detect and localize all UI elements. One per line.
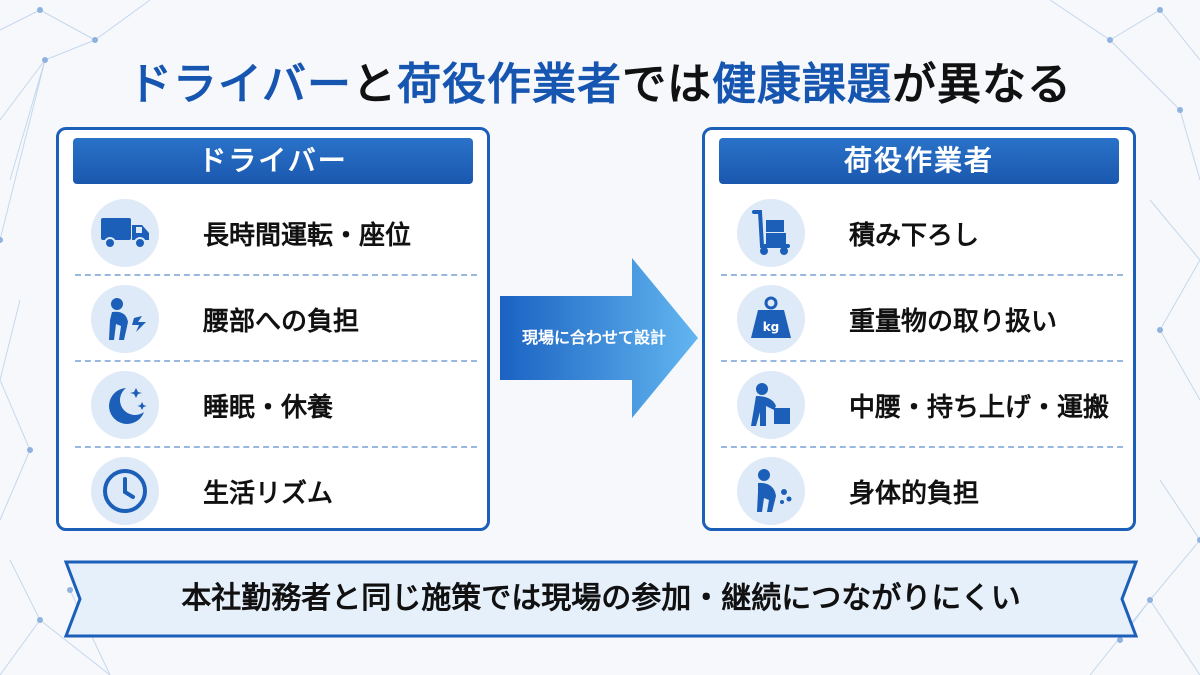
handler-card-header: 荷役作業者	[719, 138, 1119, 184]
handler-item-heavy: kg 重量物の取り扱い	[715, 276, 1123, 362]
driver-card: ドライバー 長時間運転・座位 腰部への負担	[56, 127, 490, 531]
conclusion-banner	[64, 560, 1138, 638]
handler-item-label: 重量物の取り扱い	[849, 306, 1058, 337]
page-title: ドライバーと荷役作業者では健康課題が異なる	[0, 48, 1200, 112]
title-driver: ドライバー	[127, 59, 353, 110]
handler-item-loading: 積み下ろし	[715, 190, 1123, 276]
driver-item-label: 生活リズム	[203, 478, 334, 509]
handler-item-label: 積み下ろし	[849, 220, 980, 251]
clock-icon	[91, 457, 159, 525]
arrow-right-icon	[500, 258, 698, 418]
driver-item-driving: 長時間運転・座位	[69, 190, 477, 276]
title-dewa: では	[622, 59, 713, 110]
conclusion-text: 本社勤務者と同じ施策では現場の参加・継続につながりにくい	[181, 581, 1021, 616]
driver-item-back: 腰部への負担	[69, 276, 477, 362]
handler-card: 荷役作業者 積み下ろし kg 重量物の取り扱い	[702, 127, 1136, 531]
driver-card-header: ドライバー	[73, 138, 473, 184]
hand-truck-icon	[737, 199, 805, 267]
back-pain-icon	[91, 285, 159, 353]
handler-item-label: 身体的負担	[849, 478, 980, 509]
driver-item-label: 腰部への負担	[203, 306, 360, 337]
handler-item-label: 中腰・持ち上げ・運搬	[849, 392, 1110, 423]
weight-icon-text: kg	[763, 320, 780, 334]
lifting-box-icon	[737, 371, 805, 439]
driver-item-rhythm: 生活リズム	[69, 448, 477, 534]
body-strain-icon	[737, 457, 805, 525]
driver-item-sleep: 睡眠・休養	[69, 362, 477, 448]
title-health: 健康課題	[712, 59, 893, 110]
truck-icon	[91, 199, 159, 267]
arrow-label: 現場に合わせて設計	[521, 328, 666, 347]
driver-item-label: 長時間運転・座位	[203, 220, 412, 251]
driver-item-label: 睡眠・休養	[203, 392, 334, 423]
title-handler: 荷役作業者	[397, 59, 623, 110]
title-differ: が異なる	[892, 59, 1073, 110]
title-to: と	[352, 59, 398, 110]
weight-icon: kg	[737, 285, 805, 353]
handler-item-lifting: 中腰・持ち上げ・運搬	[715, 362, 1123, 448]
moon-stars-icon	[91, 371, 159, 439]
handler-item-strain: 身体的負担	[715, 448, 1123, 534]
